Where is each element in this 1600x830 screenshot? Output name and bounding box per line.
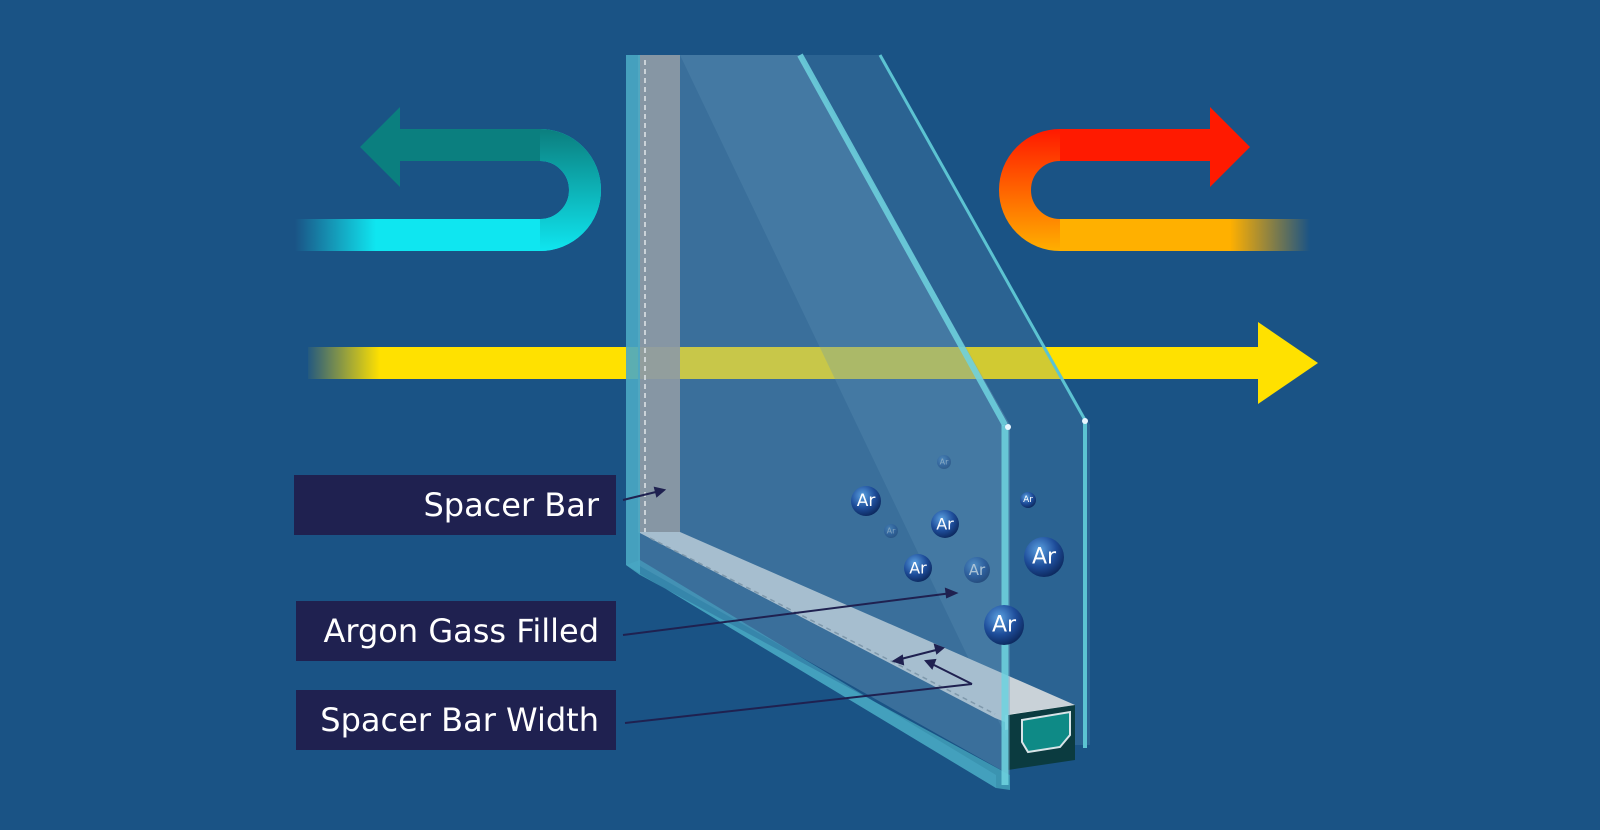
argon-atom: Ar bbox=[1024, 537, 1064, 577]
leader-lines bbox=[622, 486, 973, 724]
front-glass-pane bbox=[626, 53, 1011, 790]
spacer-bar-label: Spacer Bar bbox=[294, 475, 616, 535]
argon-atom: Ar bbox=[931, 510, 959, 538]
argon-atom: Ar bbox=[964, 557, 990, 583]
svg-text:Ar: Ar bbox=[969, 561, 986, 579]
argon-gas-label: Argon Gass Filled bbox=[296, 601, 616, 661]
svg-text:Ar: Ar bbox=[1032, 545, 1057, 570]
svg-text:Ar: Ar bbox=[887, 527, 896, 536]
svg-text:Ar: Ar bbox=[909, 559, 927, 578]
argon-atom: Ar bbox=[937, 455, 951, 469]
spacer-bar-width-label: Spacer Bar Width bbox=[296, 690, 616, 750]
svg-text:Ar: Ar bbox=[857, 491, 876, 511]
argon-atom: Ar bbox=[984, 605, 1024, 645]
reflected-heat-arrow-icon bbox=[998, 107, 1310, 251]
argon-atom: Ar bbox=[884, 524, 898, 538]
argon-atom: Ar bbox=[1020, 492, 1036, 508]
argon-atom: Ar bbox=[904, 554, 932, 582]
reflected-cold-arrow-icon bbox=[295, 107, 602, 251]
argon-molecules: Ar Ar Ar Ar Ar Ar Ar Ar Ar bbox=[851, 455, 1064, 645]
argon-atom: Ar bbox=[851, 486, 881, 516]
svg-text:Ar: Ar bbox=[936, 515, 954, 534]
spacer-bar bbox=[638, 55, 1075, 770]
svg-text:Ar: Ar bbox=[1023, 495, 1033, 505]
svg-text:Ar: Ar bbox=[940, 458, 949, 467]
svg-text:Ar: Ar bbox=[992, 613, 1017, 638]
